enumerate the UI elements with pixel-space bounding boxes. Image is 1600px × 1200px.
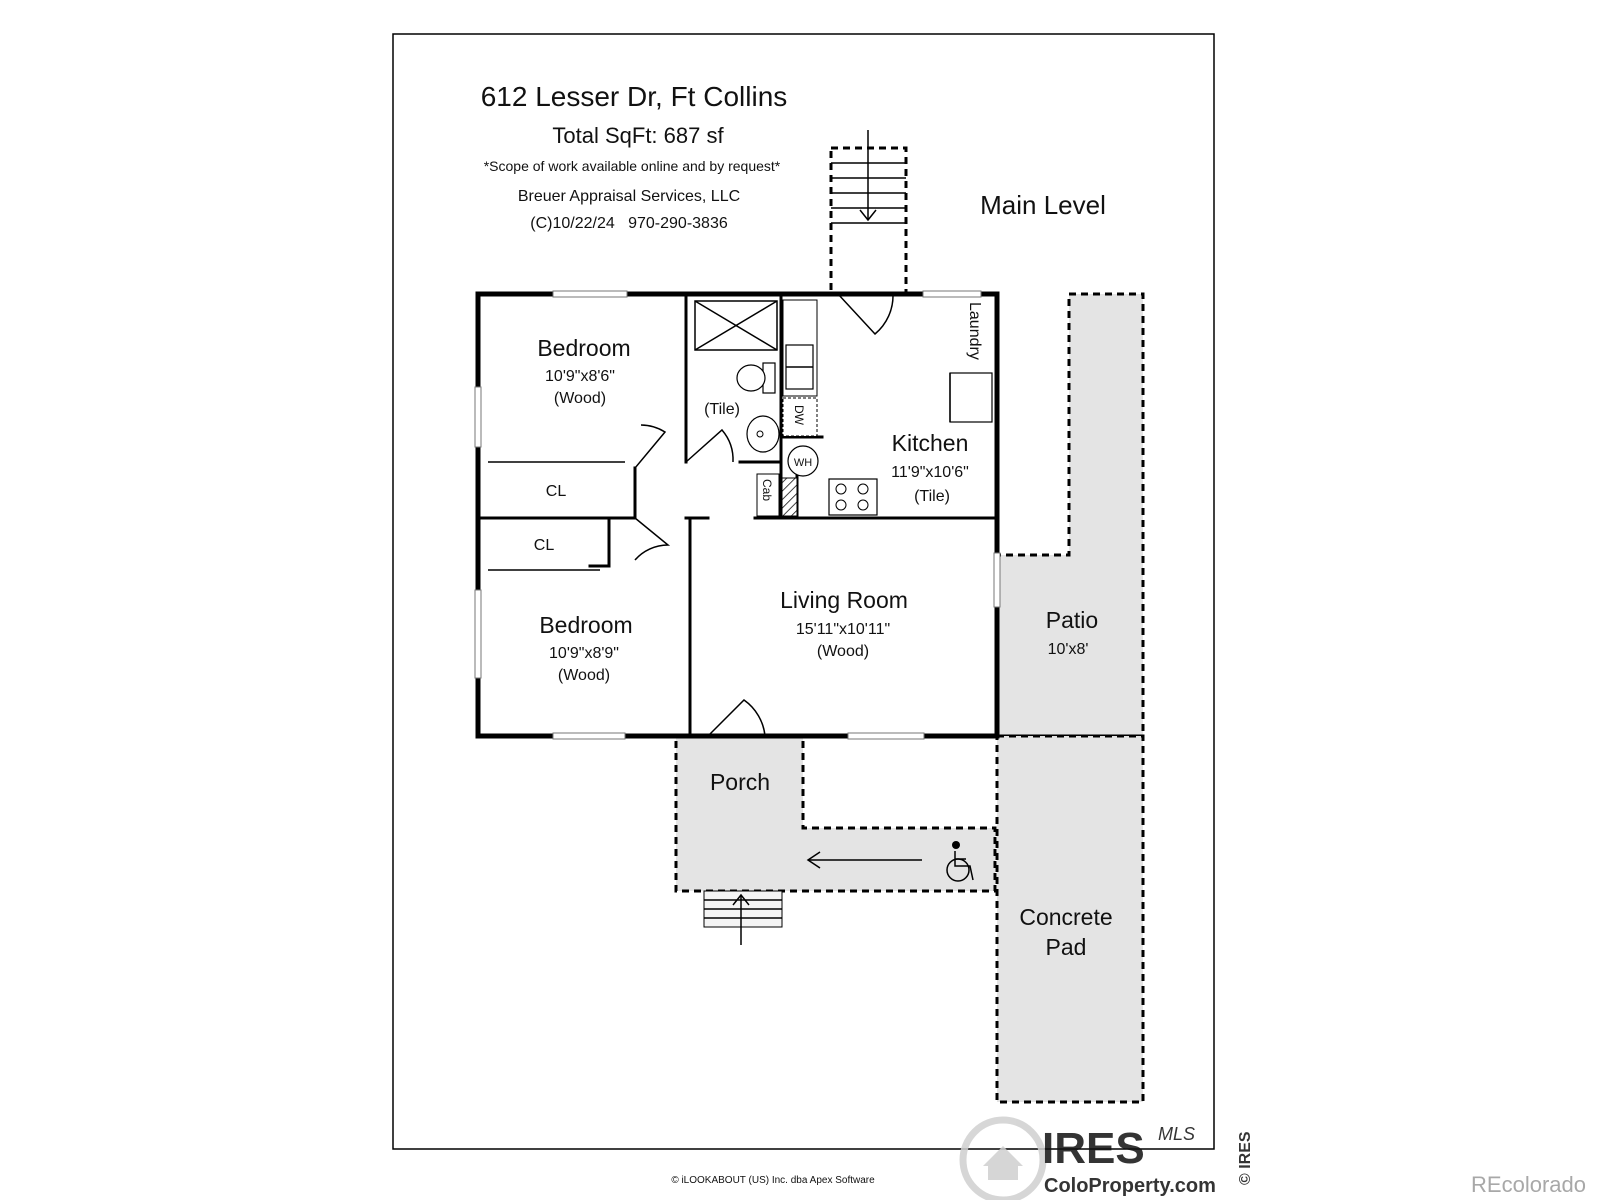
- front-steps: [703, 890, 783, 945]
- ires-brand: IRES: [1042, 1124, 1145, 1173]
- living-room-dimensions: 15'11"x10'11": [796, 621, 890, 638]
- chimney: [781, 477, 798, 517]
- doors: [634, 293, 894, 737]
- bedroom2-floor: (Wood): [558, 667, 610, 684]
- ramp-arrow: [806, 851, 922, 869]
- cabinet-label: Cab: [760, 479, 774, 501]
- ires-site: ColoProperty.com: [1044, 1175, 1216, 1197]
- bathroom-fixtures: [694, 300, 780, 453]
- kitchen-name: Kitchen: [892, 430, 969, 456]
- bedroom1-name: Bedroom: [537, 335, 630, 361]
- porch-label: Porch: [710, 769, 770, 795]
- concrete-pad-line2: Pad: [1046, 934, 1087, 960]
- house-icon: [983, 1146, 1023, 1180]
- concrete-pad-line1: Concrete: [1019, 904, 1112, 930]
- property-address: 612 Lesser Dr, Ft Collins: [481, 81, 788, 112]
- appraisal-company: Breuer Appraisal Services, LLC: [518, 188, 740, 205]
- ires-mls: MLS: [1158, 1124, 1195, 1144]
- ires-side-mark: © IRES: [1237, 1131, 1254, 1185]
- exterior-walls: [475, 291, 1000, 739]
- dishwasher-label: DW: [792, 405, 806, 426]
- cabinet: [756, 473, 780, 517]
- water-heater: [787, 445, 819, 477]
- bath-floor: (Tile): [704, 401, 740, 418]
- kitchen-floor: (Tile): [914, 488, 950, 505]
- date-and-phone: (C)10/22/24 970-290-3836: [530, 215, 728, 232]
- recolorado-watermark: REcolorado: [1471, 1172, 1586, 1197]
- interior-walls: [476, 292, 999, 738]
- bedroom1-dimensions: 10'9"x8'6": [545, 368, 615, 385]
- patio-name: Patio: [1046, 607, 1098, 633]
- copyright-line: © iLOOKABOUT (US) Inc. dba Apex Software: [671, 1175, 875, 1186]
- ires-watermark: IRES MLS ColoProperty.com © IRES: [959, 1116, 1254, 1200]
- bedroom2-dimensions: 10'9"x8'9": [549, 645, 619, 662]
- refrigerator: [949, 372, 993, 423]
- dishwasher: [782, 397, 818, 437]
- closet1-label: CL: [546, 483, 567, 500]
- windows: [474, 290, 1001, 740]
- total-square-footage: Total SqFt: 687 sf: [552, 123, 724, 148]
- living-room-floor: (Wood): [817, 643, 869, 660]
- range: [828, 478, 878, 516]
- kitchen-fixtures: [756, 299, 993, 517]
- laundry-label: Laundry: [966, 302, 983, 360]
- closet-rods: [488, 461, 625, 571]
- patio-dimensions: 10'x8': [1048, 641, 1089, 658]
- rear-stairs-treads: [831, 130, 906, 224]
- kitchen-dimensions: 11'9"x10'6": [891, 464, 969, 481]
- bedroom1-floor: (Wood): [554, 390, 606, 407]
- level-label: Main Level: [980, 190, 1106, 220]
- wheelchair-icon: [946, 841, 974, 882]
- concrete-pad-area: [995, 734, 1145, 1104]
- scope-note: *Scope of work available online and by r…: [484, 158, 781, 174]
- bedroom2-name: Bedroom: [539, 612, 632, 638]
- ires-logo-icon: [959, 1116, 1047, 1200]
- closet2-label: CL: [534, 537, 555, 554]
- water-heater-label: WH: [794, 457, 812, 469]
- living-room-name: Living Room: [780, 587, 908, 613]
- toilet: [736, 364, 766, 392]
